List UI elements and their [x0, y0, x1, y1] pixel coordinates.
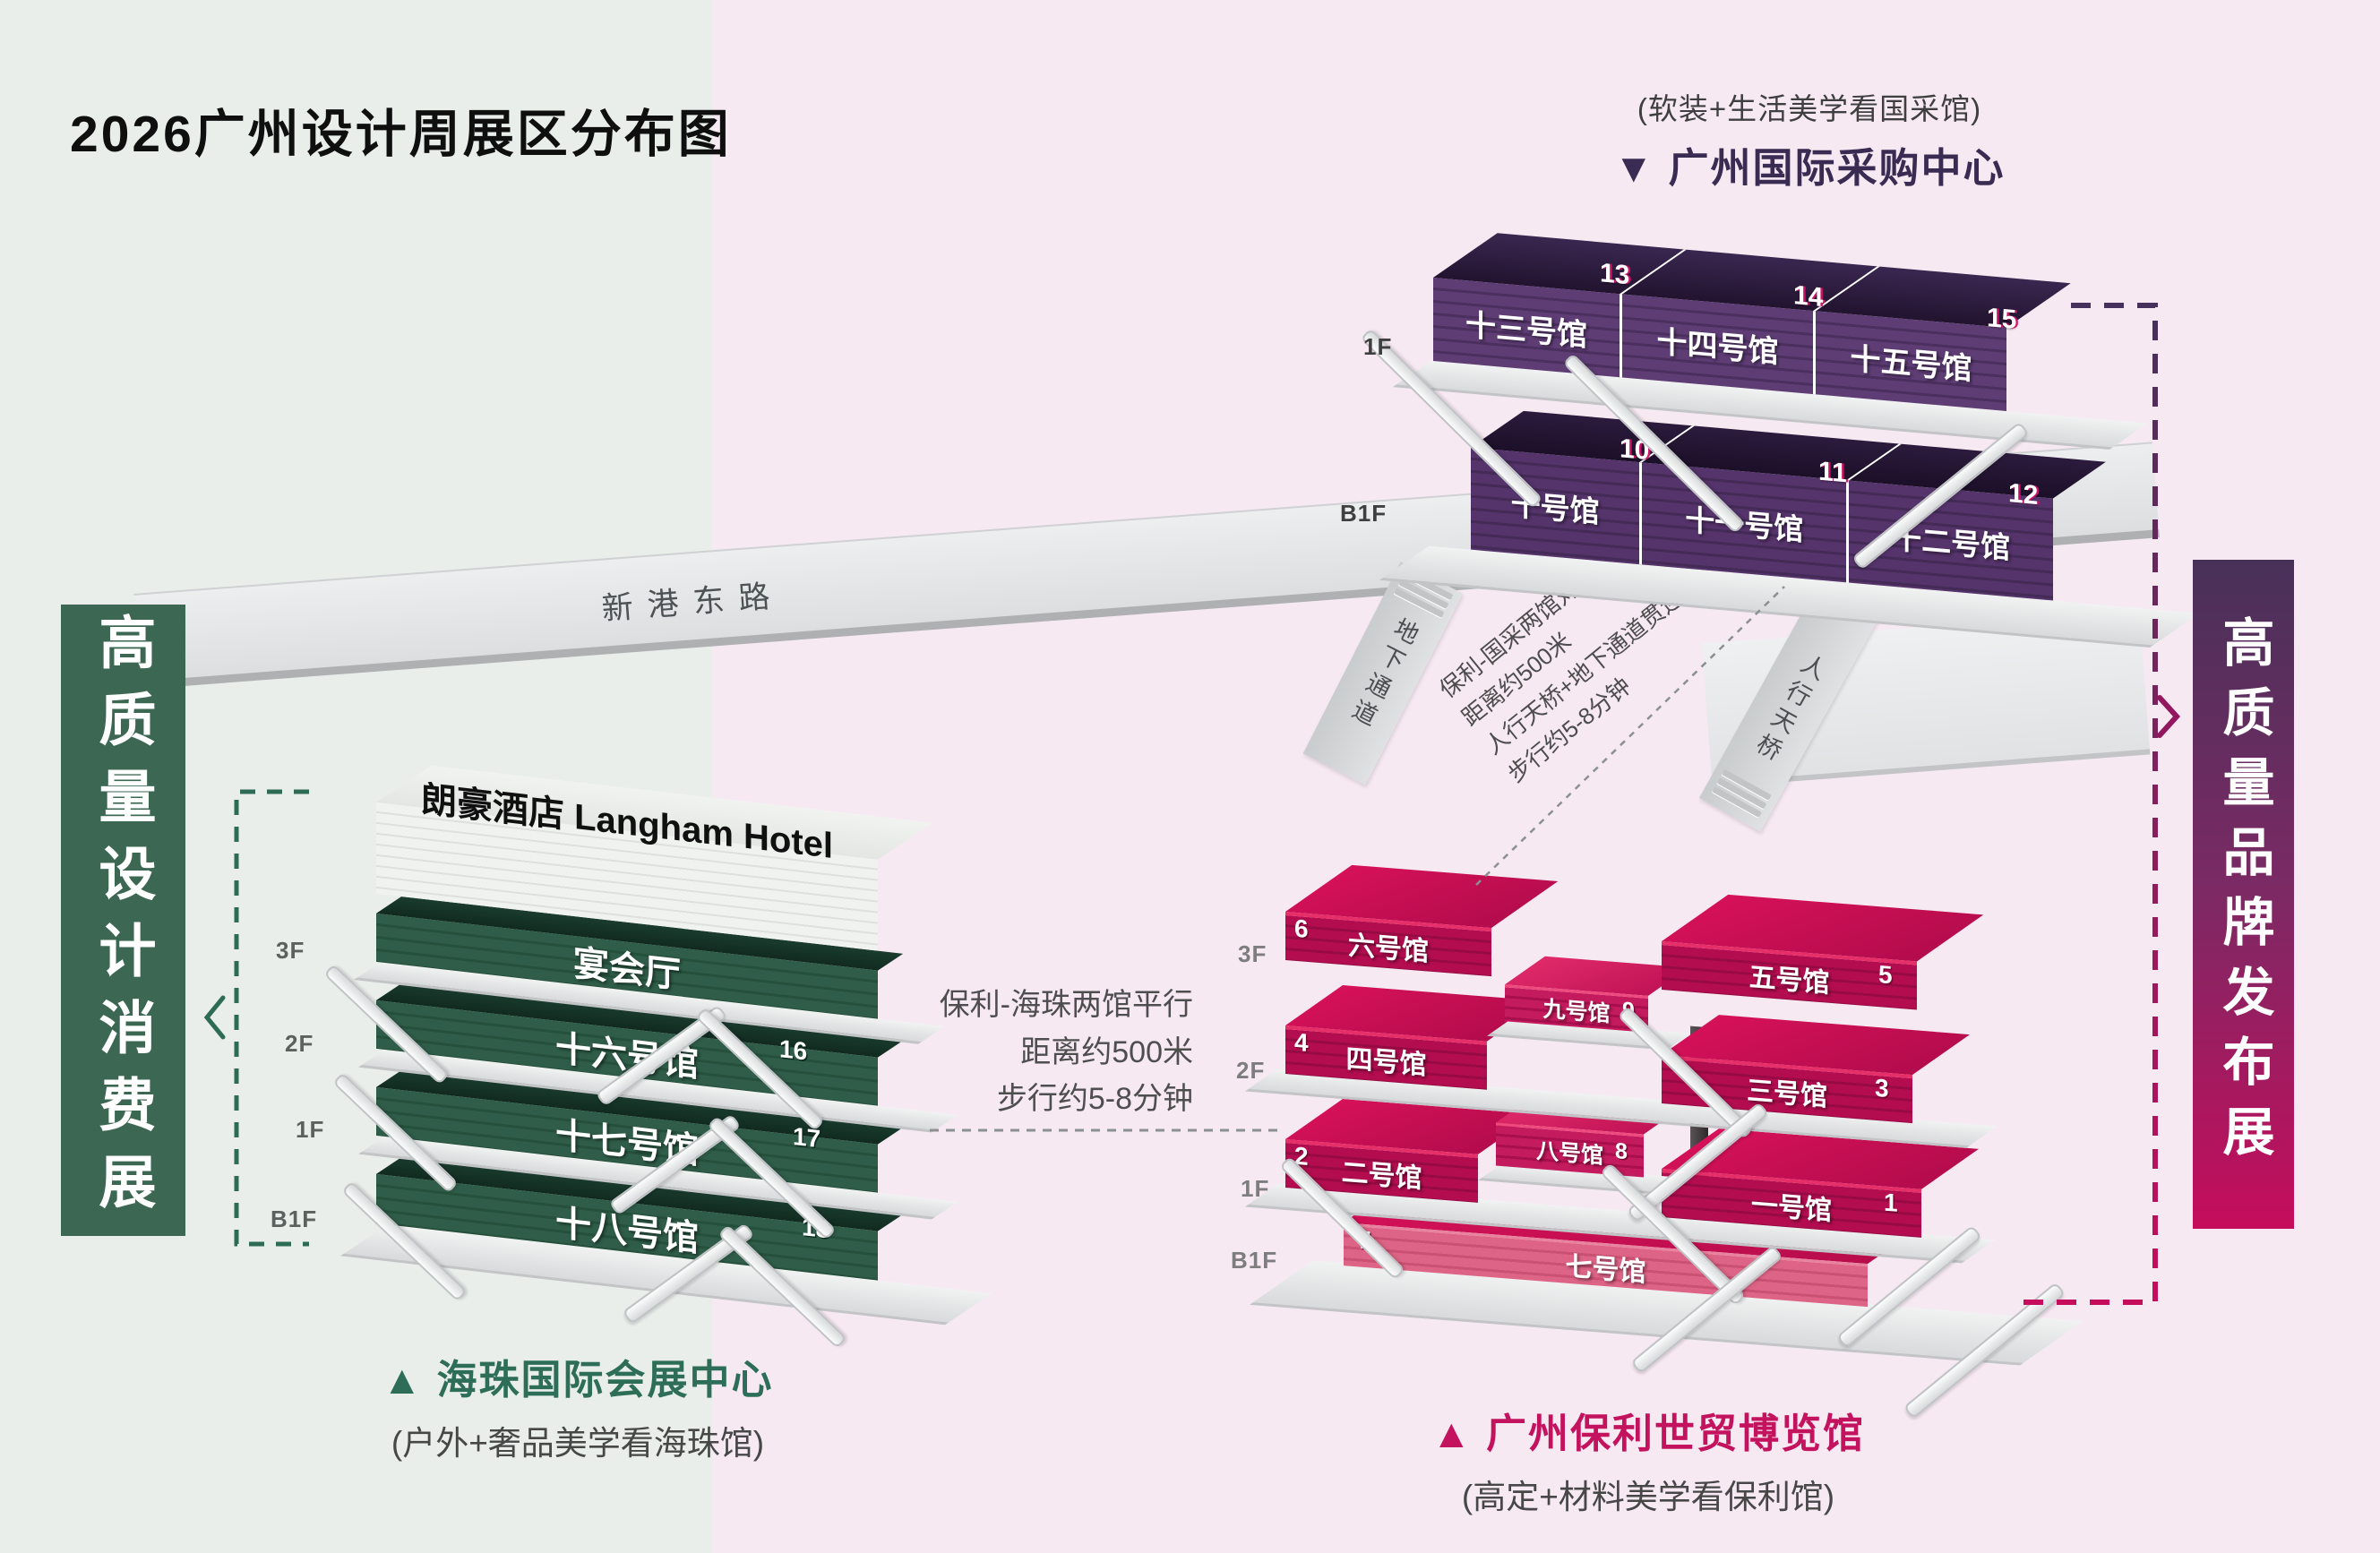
poly-floor-b1f: B1F: [1231, 1247, 1278, 1274]
haizhu-footer: ▲ 海珠国际会展中心 (户外+奢品美学看海珠馆): [296, 1340, 860, 1464]
hall-11-label: 十一号馆: [1685, 502, 1804, 547]
poly-floor-1f: 1F: [1241, 1175, 1270, 1202]
hall-12-number: 12: [2008, 478, 2039, 511]
hall-5-number: 5: [1878, 960, 1893, 990]
haizhu-floor-3f: 3F: [276, 937, 305, 964]
haizhu-floor-b1f: B1F: [271, 1206, 318, 1232]
poly-name: 广州保利世贸博览馆: [1486, 1411, 1866, 1456]
hall-4-number: 4: [1294, 1027, 1309, 1058]
hall-5-label: 五号馆: [1748, 962, 1830, 999]
hall-6-number: 6: [1294, 914, 1309, 944]
left-banner: 高质量设计消费展: [61, 605, 185, 1236]
hall-6-label: 六号馆: [1348, 931, 1429, 967]
poly-footer: ▲ 广州保利世贸博览馆 (高定+材料美学看保利馆): [1362, 1394, 1935, 1518]
poly-note: (高定+材料美学看保利馆): [1461, 1479, 1835, 1515]
hall-1-label: 一号馆: [1751, 1189, 1832, 1227]
hall-8-number: 8: [1615, 1137, 1628, 1165]
hall-7-label: 七号馆: [1565, 1251, 1646, 1288]
hall-15-label: 十五号馆: [1850, 341, 1972, 387]
triangle-up-icon: ▲: [1431, 1411, 1474, 1456]
hall-14-number: 14: [1793, 280, 1824, 313]
guocai-note: (软装+生活美学看国采馆): [1637, 92, 1982, 125]
guocai-complex: 十号馆 十一号馆 十二号馆 10 11 12 十三号馆 十四号馆 十五号馆 13…: [1360, 222, 2200, 675]
parallel-note-line: 距离约500米: [1020, 1034, 1193, 1069]
hall-3-number: 3: [1875, 1073, 1889, 1103]
triangle-down-icon: ▼: [1613, 145, 1655, 191]
triangle-up-icon: ▲: [382, 1357, 424, 1403]
parallel-note-line: 步行约5-8分钟: [996, 1082, 1193, 1117]
hall-15-number: 15: [1987, 303, 2017, 335]
hall-8-label: 八号馆: [1535, 1137, 1603, 1169]
haizhu-complex: 十八号馆 18 十七号馆 17 十六号馆 16 宴会厅 朗豪酒店 Langham…: [323, 757, 992, 1363]
hall-9-label: 九号馆: [1542, 996, 1611, 1027]
hall-11-number: 11: [1818, 456, 1847, 489]
parallel-distance-note: 保利-海珠两馆平行 距离约500米 步行约5-8分钟: [914, 982, 1193, 1123]
hall-2-label: 二号馆: [1341, 1157, 1422, 1195]
guocai-name: 广州国际采购中心: [1668, 145, 2006, 191]
guocai-floor-b1f: B1F: [1340, 500, 1388, 527]
left-banner-text: 高质量设计消费展: [90, 612, 156, 1229]
hall-16-number: 16: [779, 1034, 808, 1066]
right-banner: 高质量品牌发布展: [2193, 560, 2294, 1229]
page-title: 2026广州设计周展区分布图: [70, 106, 732, 163]
poly-floor-3f: 3F: [1238, 940, 1267, 967]
haizhu-floor-2f: 2F: [285, 1030, 314, 1057]
road-label: 新港东路: [600, 578, 786, 627]
hall-13-label: 十三号馆: [1465, 308, 1588, 354]
hall-4-label: 四号馆: [1345, 1044, 1427, 1081]
parallel-note-line: 保利-海珠两馆平行: [939, 988, 1193, 1022]
haizhu-floor-1f: 1F: [296, 1116, 325, 1143]
hall-14-label: 十四号馆: [1656, 324, 1779, 370]
hall-13-number: 13: [1600, 258, 1630, 291]
poly-complex: 七号馆 7 二号馆 2 一号馆 1 八号馆 8 四号馆 4 三号馆 3: [1245, 851, 2084, 1420]
haizhu-name: 海珠国际会展中心: [436, 1357, 774, 1403]
guocai-floor-1f: 1F: [1363, 333, 1393, 360]
guocai-header: (软装+生活美学看国采馆) ▼ 广州国际采购中心: [1550, 85, 2069, 193]
poly-floor-2f: 2F: [1236, 1057, 1266, 1084]
haizhu-note: (户外+奢品美学看海珠馆): [391, 1425, 765, 1462]
hall-1-number: 1: [1884, 1188, 1898, 1217]
right-banner-text: 高质量品牌发布展: [2214, 614, 2273, 1174]
